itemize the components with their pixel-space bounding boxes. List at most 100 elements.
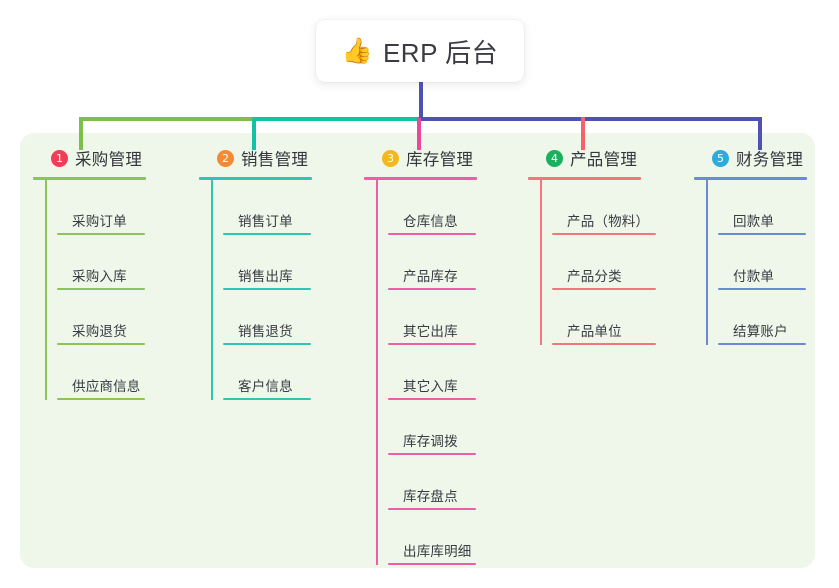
- leaf-item[interactable]: 结算账户: [706, 290, 807, 345]
- column-finance: 5 财务管理回款单付款单结算账户: [694, 145, 807, 345]
- column-rule-sales: [199, 177, 312, 180]
- leaf-item[interactable]: 回款单: [706, 180, 807, 235]
- column-rule-finance: [694, 177, 807, 180]
- column-rule-inventory: [364, 177, 477, 180]
- leaf-item[interactable]: 产品单位: [540, 290, 656, 345]
- leaf-rule: [388, 453, 476, 455]
- leaf-item[interactable]: 销售订单: [211, 180, 312, 235]
- column-title-product: 产品管理: [570, 151, 638, 169]
- leaf-item[interactable]: 产品库存: [376, 235, 477, 290]
- segment-purchase: [79, 117, 256, 121]
- stub-product: [581, 117, 585, 150]
- number-badge-inventory: 3: [382, 149, 399, 167]
- leaf-item[interactable]: 产品分类: [540, 235, 656, 290]
- spine-sales: [211, 180, 213, 400]
- leaf-list-inventory: 仓库信息产品库存其它出库其它入库库存调拨库存盘点出库库明细: [364, 180, 477, 565]
- leaf-label: 仓库信息: [403, 214, 458, 229]
- column-title-finance: 财务管理: [736, 151, 804, 169]
- leaf-item[interactable]: 销售出库: [211, 235, 312, 290]
- leaf-list-purchase: 采购订单采购入库采购退货供应商信息: [33, 180, 146, 400]
- leaf-label: 采购订单: [72, 214, 127, 229]
- column-title-inventory: 库存管理: [406, 151, 474, 169]
- leaf-rule: [388, 563, 476, 565]
- thumbs-up-icon: 👍: [341, 36, 373, 65]
- leaf-item[interactable]: 出库库明细: [376, 510, 477, 565]
- leaf-item[interactable]: 采购退货: [45, 290, 146, 345]
- leaf-rule: [552, 343, 656, 345]
- leaf-rule: [388, 288, 476, 290]
- leaf-item[interactable]: 销售退货: [211, 290, 312, 345]
- trunk-connector: [419, 74, 423, 118]
- leaf-rule: [57, 398, 145, 400]
- leaf-label: 出库库明细: [403, 544, 472, 559]
- column-header-finance[interactable]: 5 财务管理: [694, 145, 807, 171]
- leaf-item[interactable]: 付款单: [706, 235, 807, 290]
- leaf-rule: [57, 343, 145, 345]
- leaf-rule: [388, 398, 476, 400]
- leaf-label: 产品（物料）: [567, 214, 650, 229]
- column-title-sales: 销售管理: [241, 151, 309, 169]
- leaf-label: 库存盘点: [403, 489, 458, 504]
- leaf-label: 产品库存: [403, 269, 458, 284]
- leaf-label: 库存调拨: [403, 434, 458, 449]
- leaf-label: 销售订单: [238, 214, 293, 229]
- leaf-label: 销售出库: [238, 269, 293, 284]
- spine-product: [540, 180, 542, 345]
- leaf-rule: [552, 288, 656, 290]
- leaf-rule: [223, 233, 311, 235]
- leaf-rule: [388, 233, 476, 235]
- leaf-label: 客户信息: [238, 379, 293, 394]
- leaf-item[interactable]: 其它出库: [376, 290, 477, 345]
- leaf-rule: [718, 288, 806, 290]
- number-badge-purchase: 1: [51, 149, 68, 167]
- leaf-item[interactable]: 采购订单: [45, 180, 146, 235]
- column-header-purchase[interactable]: 1 采购管理: [33, 145, 146, 171]
- leaf-list-product: 产品（物料） 产品分类产品单位: [528, 180, 656, 345]
- segment-finance: [421, 117, 762, 121]
- stub-purchase: [79, 117, 83, 150]
- leaf-rule: [718, 343, 806, 345]
- spine-finance: [706, 180, 708, 345]
- spine-inventory: [376, 180, 378, 565]
- leaf-item[interactable]: 库存调拨: [376, 400, 477, 455]
- leaf-item[interactable]: 供应商信息: [45, 345, 146, 400]
- leaf-rule: [57, 233, 145, 235]
- leaf-item[interactable]: 其它入库: [376, 345, 477, 400]
- leaf-label: 产品分类: [567, 269, 622, 284]
- leaf-item[interactable]: 产品（物料）: [540, 180, 656, 235]
- leaf-label: 其它入库: [403, 379, 458, 394]
- leaf-list-finance: 回款单付款单结算账户: [694, 180, 807, 345]
- leaf-rule: [388, 343, 476, 345]
- column-rule-product: [528, 177, 641, 180]
- leaf-item[interactable]: 仓库信息: [376, 180, 477, 235]
- stub-inventory: [417, 117, 421, 150]
- leaf-label: 采购入库: [72, 269, 127, 284]
- number-badge-finance: 5: [712, 149, 729, 167]
- column-title-purchase: 采购管理: [75, 151, 143, 169]
- root-title: ERP 后台: [382, 37, 499, 68]
- spine-purchase: [45, 180, 47, 400]
- leaf-rule: [388, 508, 476, 510]
- leaf-label: 供应商信息: [72, 379, 141, 394]
- column-header-inventory[interactable]: 3 库存管理: [364, 145, 477, 171]
- segment-sales: [256, 117, 421, 121]
- leaf-item[interactable]: 客户信息: [211, 345, 312, 400]
- leaf-label: 销售退货: [238, 324, 293, 339]
- leaf-label: 采购退货: [72, 324, 127, 339]
- leaf-label: 其它出库: [403, 324, 458, 339]
- leaf-item[interactable]: 采购入库: [45, 235, 146, 290]
- leaf-label: 付款单: [733, 269, 775, 284]
- leaf-rule: [223, 288, 311, 290]
- leaf-label: 结算账户: [733, 324, 788, 339]
- root-node[interactable]: 👍 ERP 后台: [316, 20, 524, 82]
- leaf-label: 回款单: [733, 214, 775, 229]
- leaf-item[interactable]: 库存盘点: [376, 455, 477, 510]
- leaf-rule: [718, 233, 806, 235]
- column-rule-purchase: [33, 177, 146, 180]
- column-inventory: 3 库存管理仓库信息产品库存其它出库其它入库库存调拨库存盘点出库库明细: [364, 145, 477, 565]
- leaf-list-sales: 销售订单销售出库销售退货客户信息: [199, 180, 312, 400]
